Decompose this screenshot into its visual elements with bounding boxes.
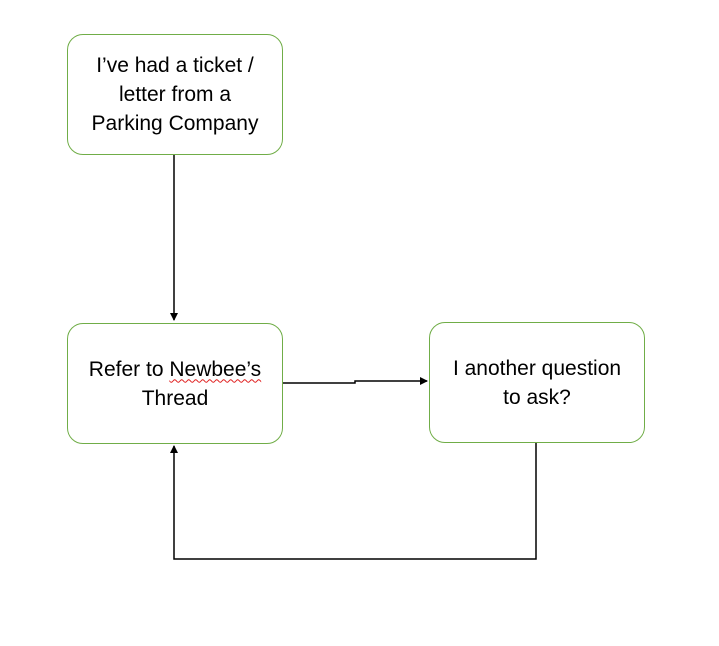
node-refer-thread-line: Refer to Newbee’s [89,355,261,384]
node-another-question-text: I another question to ask? [453,354,621,412]
node-refer-thread-text: Refer to Newbee’s Thread [89,355,261,413]
node-ticket-letter-text: I’ve had a ticket / letter from a Parkin… [92,51,259,138]
node-another-question-line: I another question [452,356,622,380]
arrow-refer-to-question [283,377,428,385]
node-ticket-letter-line: I’ve had a ticket / [96,54,254,77]
node-another-question: I another question to ask? [429,322,645,443]
node-ticket-letter: I’ve had a ticket / letter from a Parkin… [67,34,283,155]
node-another-question-line: to ask? [503,385,571,409]
node-ticket-letter-line: letter from a [118,83,232,106]
node-refer-thread-line: Thread [141,386,209,410]
node-refer-thread: Refer to Newbee’s Thread [67,323,283,444]
node-refer-prefix: Refer to [88,357,170,381]
node-refer-word-newbees: Newbee’s [169,357,262,381]
node-ticket-letter-line: Parking Company [91,112,259,135]
arrow-question-loop-to-refer [170,443,537,560]
